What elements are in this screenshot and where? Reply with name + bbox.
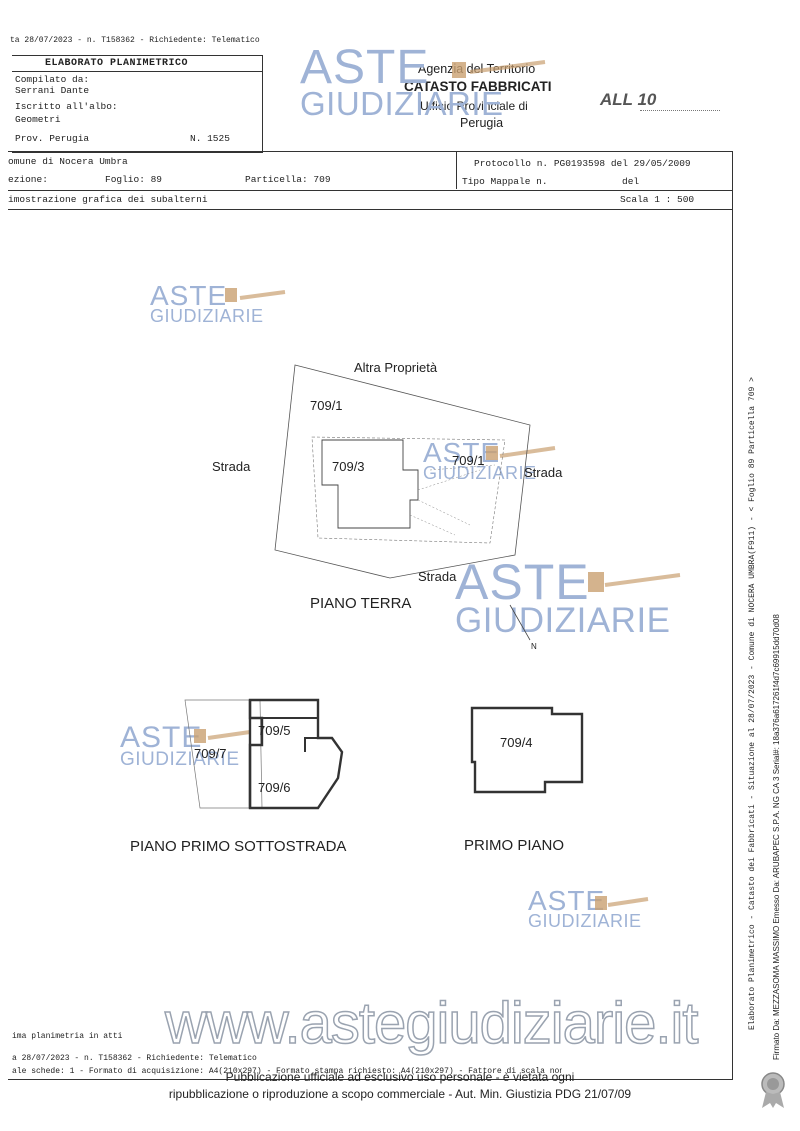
info-box	[8, 151, 733, 191]
comune: omune di Nocera Umbra	[8, 156, 128, 167]
agency-line-2: CATASTO FABBRICATI	[404, 79, 552, 94]
tipo-mappale: Tipo Mappale n.	[462, 176, 548, 187]
unit-709-5-partition	[262, 717, 318, 752]
watermark-1: ASTE GIUDIZIARIE	[150, 280, 264, 327]
dimostrazione-box	[8, 189, 733, 210]
foglio: Foglio: 89	[105, 174, 163, 185]
gavel-icon	[207, 60, 681, 907]
side-caption-planimetrico: Elaborato Planimetrico - Catasto dei Fab…	[748, 377, 757, 1030]
registered-value: Geometri	[15, 114, 61, 125]
website-watermark: www.astegiudiziarie.it	[164, 990, 699, 1057]
watermark-5: ASTE GIUDIZIARIE	[528, 885, 642, 932]
strada-left-label: Strada	[212, 459, 251, 474]
compiled-by-label: Compilato da:	[15, 74, 90, 85]
scala: Scala 1 : 500	[620, 194, 695, 205]
certificate-seal-icon	[761, 1072, 785, 1108]
unit-709-6-outline	[248, 698, 344, 810]
watermark-4: ASTE GIUDIZIARIE	[120, 721, 240, 770]
registration-number: N. 1525	[190, 133, 230, 144]
all-mark-underline	[640, 110, 720, 111]
top-request-line: ta 28/07/2023 - n. T158362 - Richiedente…	[10, 36, 260, 45]
ultima-planimetria: ima planimetria in atti	[12, 1032, 123, 1041]
label-709-1-right: 709/1	[452, 453, 485, 468]
registered-label: Iscritto all'albo:	[15, 101, 118, 112]
header-title-divider	[12, 71, 262, 72]
watermark-3: ASTE GIUDIZIARIE	[455, 554, 671, 640]
agency-line-3: Ufficio Provinciale di	[420, 99, 528, 113]
unit-709-4	[470, 706, 584, 794]
building-709-3	[321, 439, 419, 529]
label-709-7: 709/7	[194, 746, 227, 761]
sezione: ezione:	[8, 174, 48, 185]
header-box	[12, 55, 263, 153]
unit-709-5-inner-wall	[248, 700, 264, 808]
side-signature-info: Firmato Da: MEZZASOMA MASSIMO Emesso Da:…	[772, 614, 781, 1060]
altra-proprieta-label: Altra Proprietà	[354, 360, 438, 375]
tipo-mappale-del: del	[622, 176, 640, 187]
lot-boundary	[274, 364, 531, 579]
watermark-2: ASTE GIUDIZIARIE	[423, 437, 537, 484]
label-709-1-top: 709/1	[310, 398, 343, 413]
publication-notice-2: ripubblicazione o riproduzione a scopo c…	[168, 1087, 632, 1101]
province: Prov. Perugia	[15, 133, 90, 144]
header-title: ELABORATO PLANIMETRICO	[45, 58, 189, 69]
north-label: N	[531, 642, 537, 651]
protocollo: Protocollo n. PG0193598 del 29/05/2009	[474, 158, 691, 169]
label-709-6: 709/6	[258, 780, 291, 795]
publication-notice-1: Pubblicazione ufficiale ad esclusivo uso…	[225, 1070, 575, 1084]
agency-line-4: Perugia	[460, 116, 504, 130]
north-arrow	[509, 604, 531, 641]
all-mark: ALL 10	[600, 90, 657, 109]
footer-data-line: a 28/07/2023 - n. T158362 - Richiedente:…	[12, 1054, 257, 1063]
shared-area-hatch	[409, 464, 496, 536]
drawing-frame	[8, 209, 733, 1080]
primo-piano-label: PRIMO PIANO	[464, 837, 564, 854]
particella: Particella: 709	[245, 174, 331, 185]
label-709-4: 709/4	[500, 735, 533, 750]
footer-schede-line: ale schede: 1 - Formato di acquisizione:…	[12, 1067, 562, 1076]
info-divider	[456, 151, 457, 189]
floor-plan-drawing: Altra Proprietà Strada Strada Strada 709…	[130, 60, 681, 910]
strada-bottom-label: Strada	[418, 569, 457, 584]
compiled-by-value: Serrani Dante	[15, 85, 90, 96]
courtyard-area	[311, 436, 506, 544]
label-709-3: 709/3	[332, 459, 365, 474]
watermark-header: ASTE GIUDIZIARIE	[300, 41, 504, 123]
label-709-5: 709/5	[258, 723, 291, 738]
strada-right-label: Strada	[524, 465, 563, 480]
piano-terra-label: PIANO TERRA	[310, 595, 411, 612]
dimostrazione-label: imostrazione grafica dei subalterni	[8, 194, 208, 205]
piano-sottostrada-label: PIANO PRIMO SOTTOSTRADA	[130, 838, 346, 855]
